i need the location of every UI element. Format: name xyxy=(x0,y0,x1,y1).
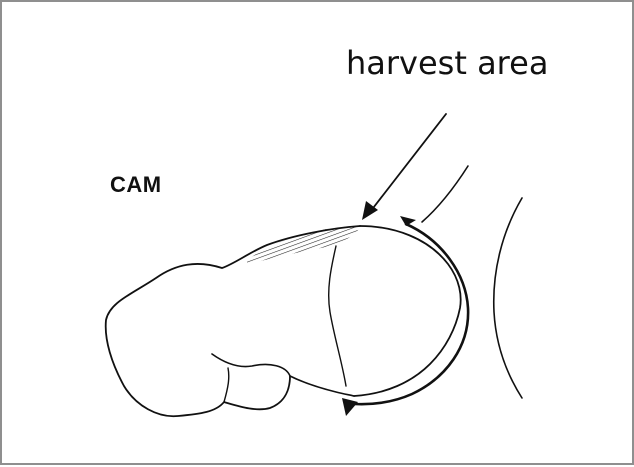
cam-label: CAM xyxy=(110,174,162,196)
pelvis-upper-line xyxy=(422,166,468,222)
head-neck-junction xyxy=(329,246,346,386)
trochanter-notch xyxy=(224,368,229,402)
harvest-area-label: harvest area xyxy=(346,47,548,79)
harvest-arrow-shaft xyxy=(370,114,446,212)
trochanter-fold xyxy=(212,354,290,376)
acetabulum-rim xyxy=(354,224,468,404)
harvest-hatched-region xyxy=(247,226,360,264)
labrum-upper xyxy=(400,216,416,226)
labrum-lower xyxy=(342,398,358,416)
pelvis-side-curve xyxy=(494,198,522,398)
